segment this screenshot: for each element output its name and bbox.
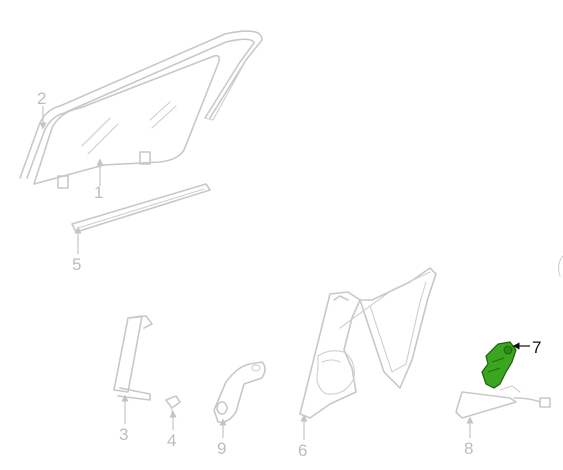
part-2-run-channel[interactable] [19,30,263,179]
callout-8[interactable]: 8 [464,439,473,458]
part-6-window-regulator[interactable] [299,267,437,419]
part-1-door-glass[interactable] [33,54,221,189]
part-8-wiring-harness[interactable] [455,385,551,419]
callout-3[interactable]: 3 [119,425,128,444]
callout-4[interactable]: 4 [167,431,176,450]
part-7-window-motor[interactable] [481,341,517,389]
edge-circle-fragment [557,255,563,277]
part-5-beltline-weatherstrip[interactable] [71,183,211,233]
callout-5[interactable]: 5 [72,255,81,274]
part-4-clip[interactable] [165,395,181,415]
callout-1[interactable]: 1 [94,183,103,202]
callout-7[interactable]: 7 [532,338,541,357]
callout-9[interactable]: 9 [217,439,226,458]
part-3-guide-channel[interactable] [113,315,153,401]
callout-6[interactable]: 6 [298,441,307,460]
part-9-bracket[interactable] [213,361,266,424]
callout-2[interactable]: 2 [37,89,46,108]
